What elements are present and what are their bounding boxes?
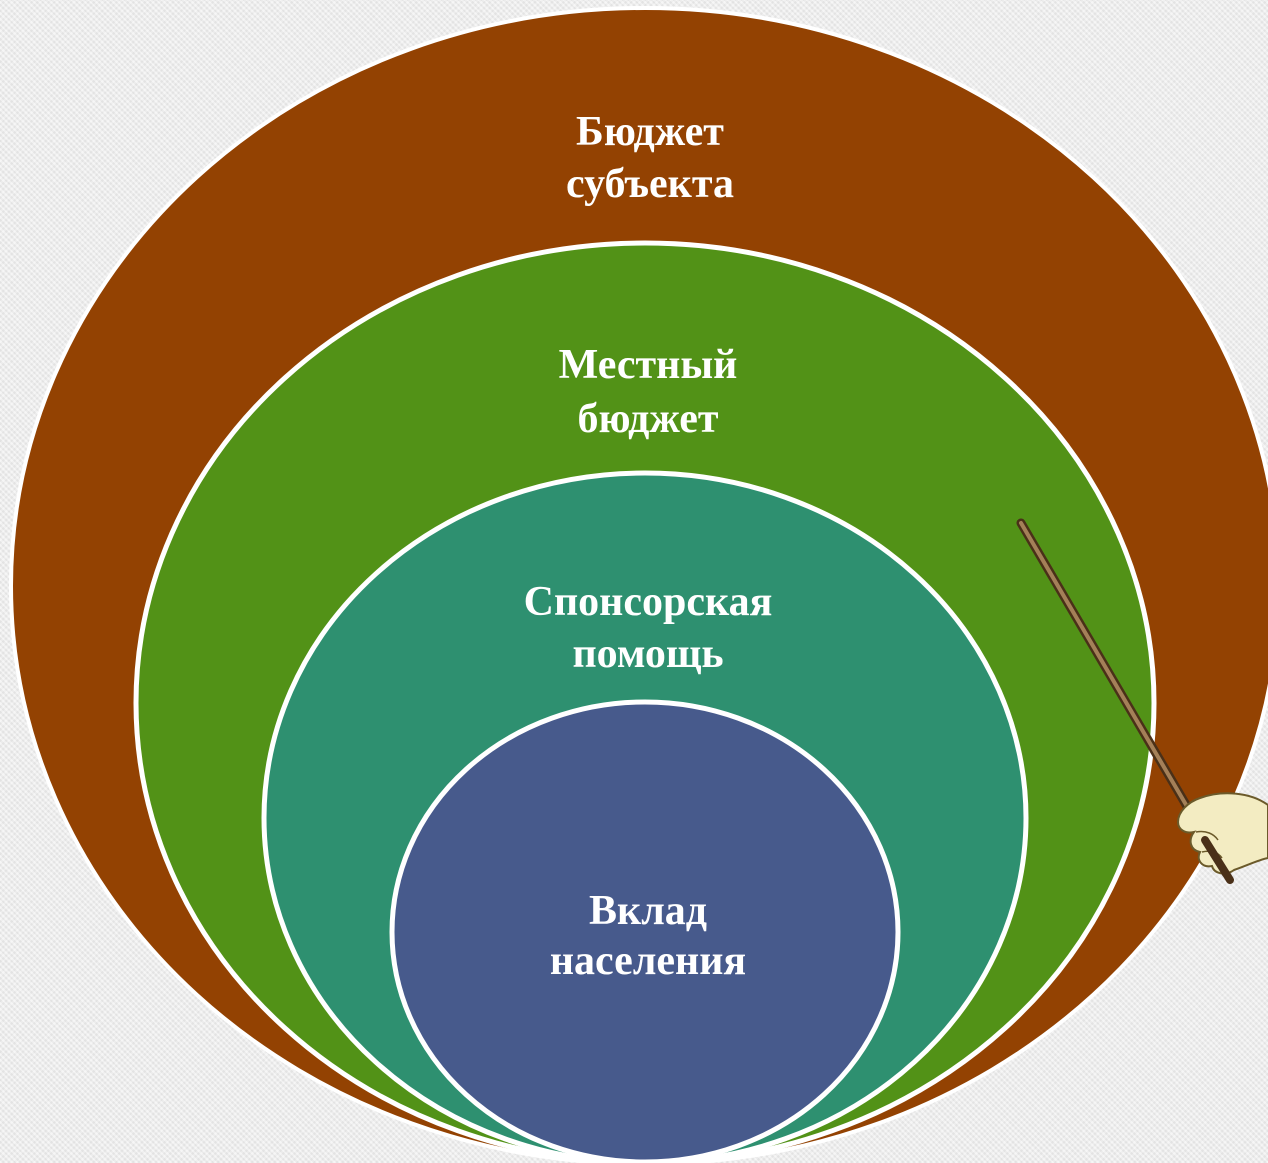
label-subject-budget-line1: Бюджет — [576, 109, 724, 155]
label-local-budget-line1: Местный — [559, 342, 738, 388]
label-population-contribution-line1: Вклад — [589, 888, 707, 934]
pointer-hand-icon — [1016, 518, 1268, 884]
label-subject-budget-line2: субъекта — [566, 161, 734, 207]
label-local-budget-line2: бюджет — [577, 396, 718, 442]
label-sponsor-help-line2: помощь — [572, 631, 723, 677]
label-sponsor-help-line1: Спонсорская — [524, 579, 773, 625]
ring-population-contribution — [389, 699, 901, 1163]
label-population-contribution-line2: населения — [550, 938, 746, 984]
